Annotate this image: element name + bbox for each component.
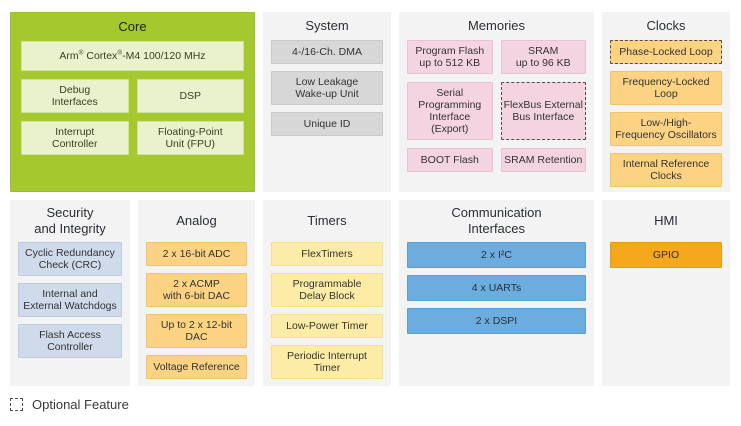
optional-feature-swatch	[10, 398, 23, 411]
panel-analog-title: Analog	[176, 213, 217, 229]
block-adc: 2 x 16-bit ADC	[146, 242, 247, 266]
panel-hmi: HMI GPIO	[602, 200, 730, 386]
panel-clocks-title: Clocks	[646, 18, 686, 34]
block-dsp: DSP	[136, 79, 244, 114]
arm-cortex-label: Arm® Cortex®-M4 100/120 MHz	[59, 49, 206, 62]
panel-clocks: Clocks Phase-Locked Loop Frequency-Locke…	[602, 12, 730, 192]
block-dspi: 2 x DSPI	[407, 308, 586, 334]
block-boot-flash: BOOT Flash	[407, 148, 493, 173]
optional-feature-label: Optional Feature	[32, 397, 129, 412]
block-voltage-reference: Voltage Reference	[146, 355, 247, 380]
block-i2c: 2 x I²C	[407, 242, 586, 268]
block-dma: 4-/16-Ch. DMA	[271, 40, 383, 64]
block-unique-id: Unique ID	[271, 112, 383, 137]
panel-hmi-title: HMI	[654, 213, 678, 229]
block-low-power-timer: Low-Power Timer	[271, 314, 383, 339]
legend-optional-feature: Optional Feature	[10, 397, 741, 412]
block-dac: Up to 2 x 12-bit DAC	[146, 314, 247, 349]
block-sram-retention: SRAM Retention	[500, 148, 586, 173]
block-arm-cortex-m4: Arm® Cortex®-M4 100/120 MHz	[21, 41, 244, 71]
block-gpio: GPIO	[610, 242, 722, 268]
block-phase-locked-loop: Phase-Locked Loop	[610, 40, 722, 64]
block-low-high-frequency-oscillators: Low-/High-Frequency Oscillators	[610, 112, 722, 147]
panel-system-title: System	[305, 18, 349, 34]
panel-core-title: Core	[118, 19, 147, 35]
panel-memories-title: Memories	[467, 18, 526, 34]
block-uarts: 4 x UARTs	[407, 275, 586, 301]
block-flextimers: FlexTimers	[271, 242, 383, 266]
panel-timers-title: Timers	[307, 213, 347, 229]
